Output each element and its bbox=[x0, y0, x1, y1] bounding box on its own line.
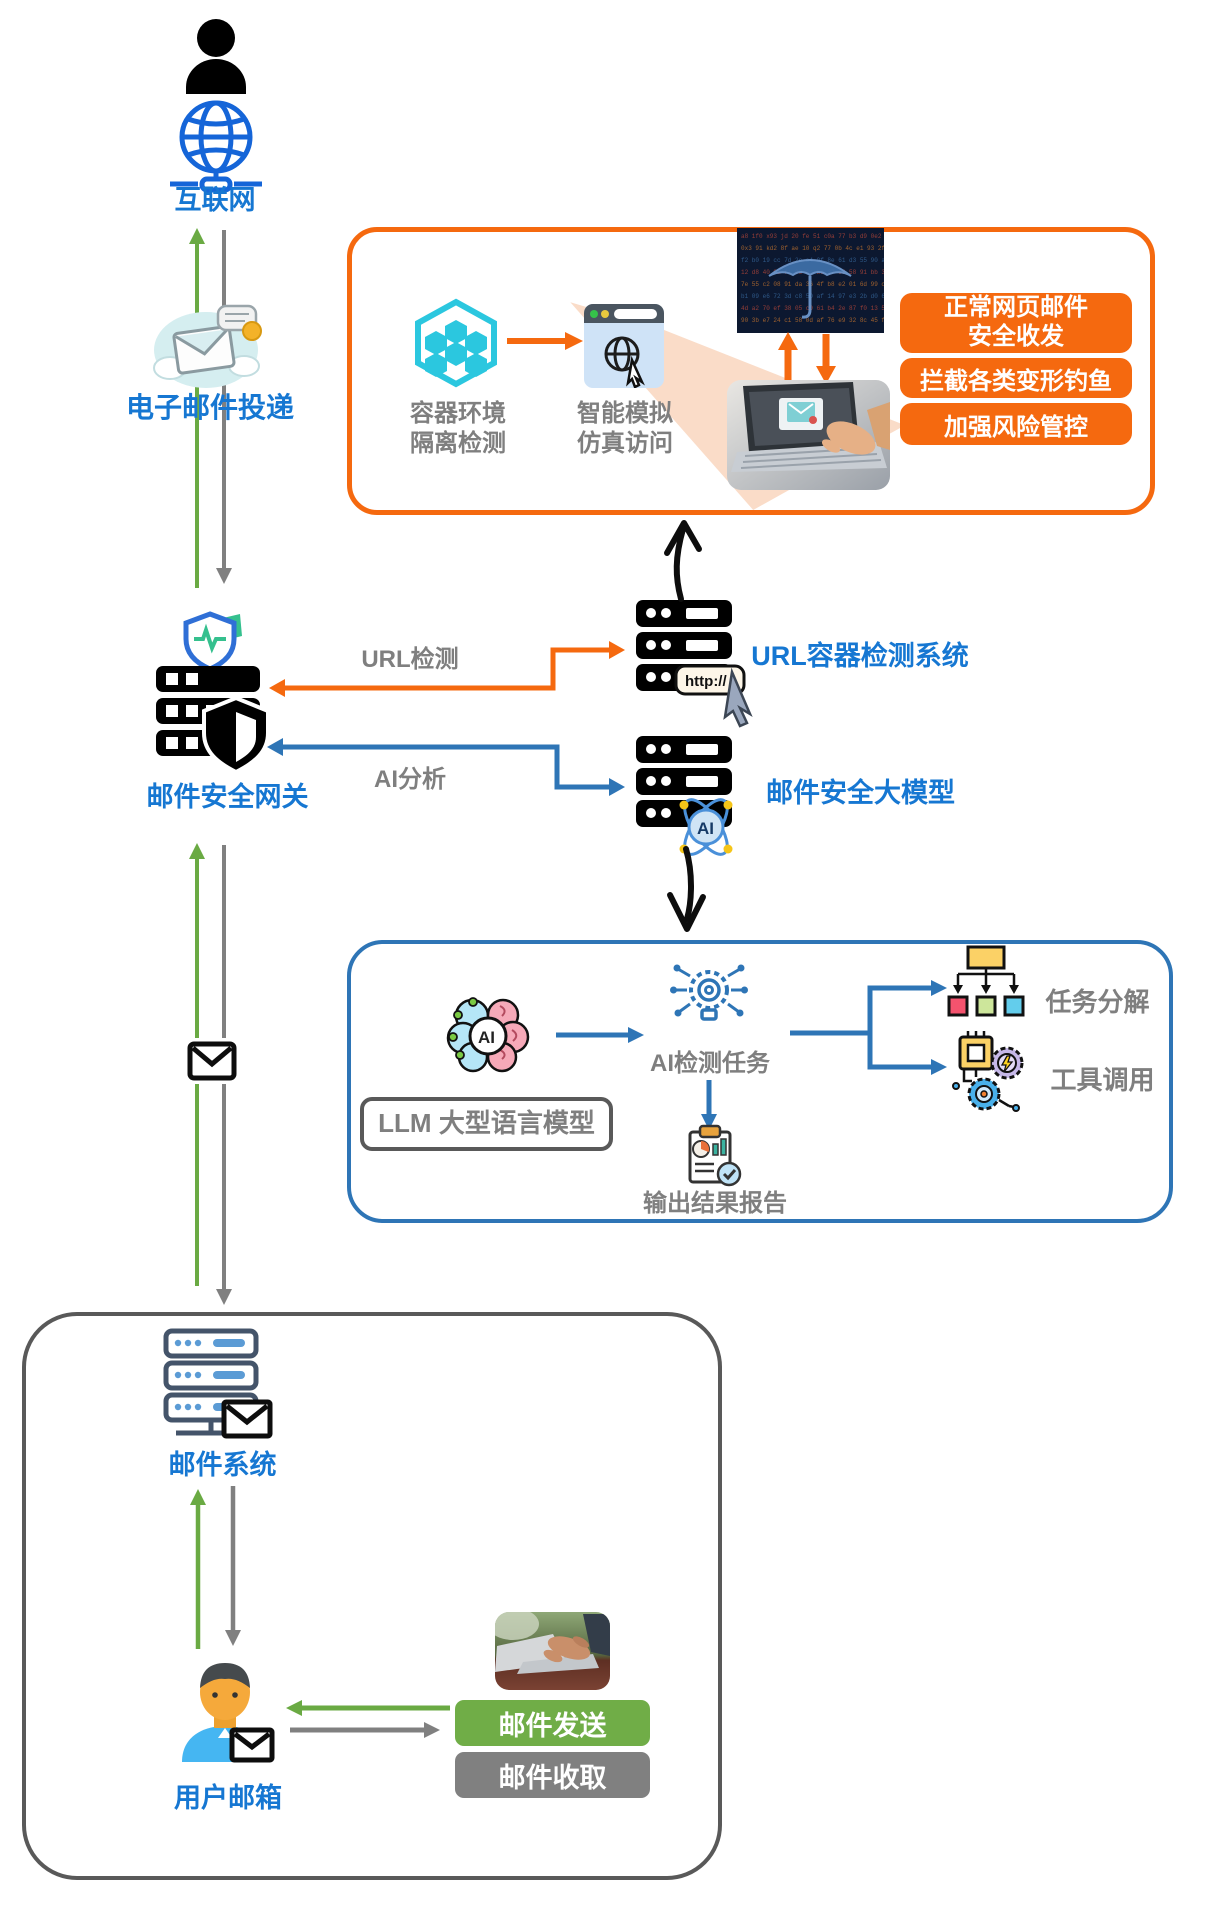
ai-analysis-connector bbox=[267, 738, 625, 796]
orange-exchange-arrows bbox=[778, 332, 836, 384]
report-icon bbox=[688, 1124, 742, 1187]
tool-invoke-icon bbox=[952, 1031, 1024, 1112]
ai-task-bulb-gear-icon bbox=[670, 964, 748, 1021]
container-icon bbox=[415, 298, 497, 388]
blue-branch-connector bbox=[790, 980, 947, 1075]
ai-model-server-icon: AI bbox=[636, 736, 733, 856]
receive-mail-button: 邮件收取 bbox=[455, 1752, 650, 1798]
url-server-icon: http:// bbox=[636, 600, 753, 728]
task-decompose-label: 任务分解 bbox=[1045, 987, 1150, 1017]
ai-brain-icon: AI bbox=[446, 997, 530, 1073]
svg-text:0x3 91 kd2 8f ae 10 q2 77 0b 4: 0x3 91 kd2 8f ae 10 q2 77 0b 4c e1 93 2f bbox=[741, 245, 884, 252]
url-system-label: URL容器检测系统 bbox=[751, 641, 969, 671]
orange-right-arrow bbox=[507, 332, 583, 350]
result-button-block-phishing: 拦截各类变形钓鱼 bbox=[900, 358, 1132, 398]
model-label: 邮件安全大模型 bbox=[766, 778, 955, 808]
green-up-arrow-mailsys bbox=[190, 1489, 206, 1649]
http-tag: http:// bbox=[685, 673, 727, 690]
ai-badge-text: AI bbox=[697, 819, 714, 838]
mail-panel bbox=[22, 1312, 722, 1880]
task-decompose-icon bbox=[947, 945, 1025, 1017]
user-mailbox-label: 用户邮箱 bbox=[174, 1783, 282, 1813]
ai-task-label: AI检测任务 bbox=[650, 1050, 770, 1077]
green-up-arrow-internet bbox=[189, 228, 205, 588]
container-env-label: 容器环境 隔离检测 bbox=[410, 400, 506, 457]
svg-text:4d a2 70 ef 38 05 c9 61 b4 2e: 4d a2 70 ef 38 05 c9 61 b4 2e 87 f0 13 5… bbox=[741, 305, 884, 312]
ai-analysis-link-label: AI分析 bbox=[374, 766, 446, 793]
gateway-server-icon bbox=[156, 611, 270, 775]
svg-text:90 3b e7 24 c1 58 0d af 76 e9: 90 3b e7 24 c1 58 0d af 76 e9 32 8c 45 f… bbox=[741, 317, 884, 324]
url-check-link-label: URL检测 bbox=[361, 646, 459, 673]
gateway-label: 邮件安全网关 bbox=[146, 782, 309, 812]
gray-down-arrow-internet bbox=[216, 230, 232, 584]
gray-right-arrow-receive bbox=[290, 1722, 440, 1738]
result-button-risk-control: 加强风险管控 bbox=[900, 403, 1132, 445]
mail-system-server-icon bbox=[163, 1328, 273, 1439]
simulate-label: 智能模拟 仿真访问 bbox=[577, 400, 673, 457]
result-button-normal-mail: 正常网页邮件 安全收发 bbox=[900, 293, 1132, 353]
user-avatar-icon bbox=[182, 1663, 275, 1763]
ai-atom-badge: AI bbox=[679, 798, 733, 856]
tool-invoke-label: 工具调用 bbox=[1050, 1065, 1155, 1095]
send-mail-button: 邮件发送 bbox=[455, 1700, 650, 1746]
internet-user-globe-icon bbox=[170, 19, 262, 193]
handdrawn-up-arrow bbox=[664, 520, 702, 602]
email-delivery-label: 电子邮件投递 bbox=[125, 392, 294, 423]
browser-simulation-icon bbox=[584, 304, 664, 388]
internet-label: 互联网 bbox=[174, 185, 256, 215]
cyber-umbrella-image: a8 1f0 x93 jd 20 fe 51 c0a 77 b3 d9 0e2 … bbox=[737, 228, 884, 333]
svg-text:b1 09 e6 72 3d c8 50 af 14 97: b1 09 e6 72 3d c8 50 af 14 97 e3 2b d0 6… bbox=[741, 293, 884, 300]
report-label: 输出结果报告 bbox=[643, 1190, 787, 1217]
laptop-blocked-mail-photo bbox=[727, 380, 890, 490]
llm-frame: LLM 大型语言模型 bbox=[360, 1097, 613, 1151]
ai-brain-badge-text: AI bbox=[478, 1028, 495, 1047]
typing-hands-photo bbox=[495, 1612, 610, 1690]
url-check-connector bbox=[269, 641, 625, 697]
gray-down-arrow-mailsys bbox=[225, 1486, 241, 1646]
mail-envelope-icon bbox=[186, 1038, 238, 1084]
mail-system-label: 邮件系统 bbox=[168, 1450, 277, 1480]
green-left-arrow-send bbox=[286, 1700, 450, 1716]
llm-panel bbox=[347, 940, 1173, 1223]
blue-down-arrow-task-report bbox=[701, 1080, 717, 1130]
email-cloud-icon bbox=[153, 304, 262, 388]
handdrawn-down-arrow bbox=[667, 846, 706, 932]
svg-text:a8 1f0 x93 jd 20 fe 51 c0a 77: a8 1f0 x93 jd 20 fe 51 c0a 77 b3 d9 0e2 bbox=[741, 233, 882, 240]
svg-text:7e 55 c2 08 91 da 36 4f b8 e2: 7e 55 c2 08 91 da 36 4f b8 e2 01 6d 99 c… bbox=[741, 281, 884, 288]
blue-right-arrow-brain-task bbox=[556, 1027, 644, 1043]
